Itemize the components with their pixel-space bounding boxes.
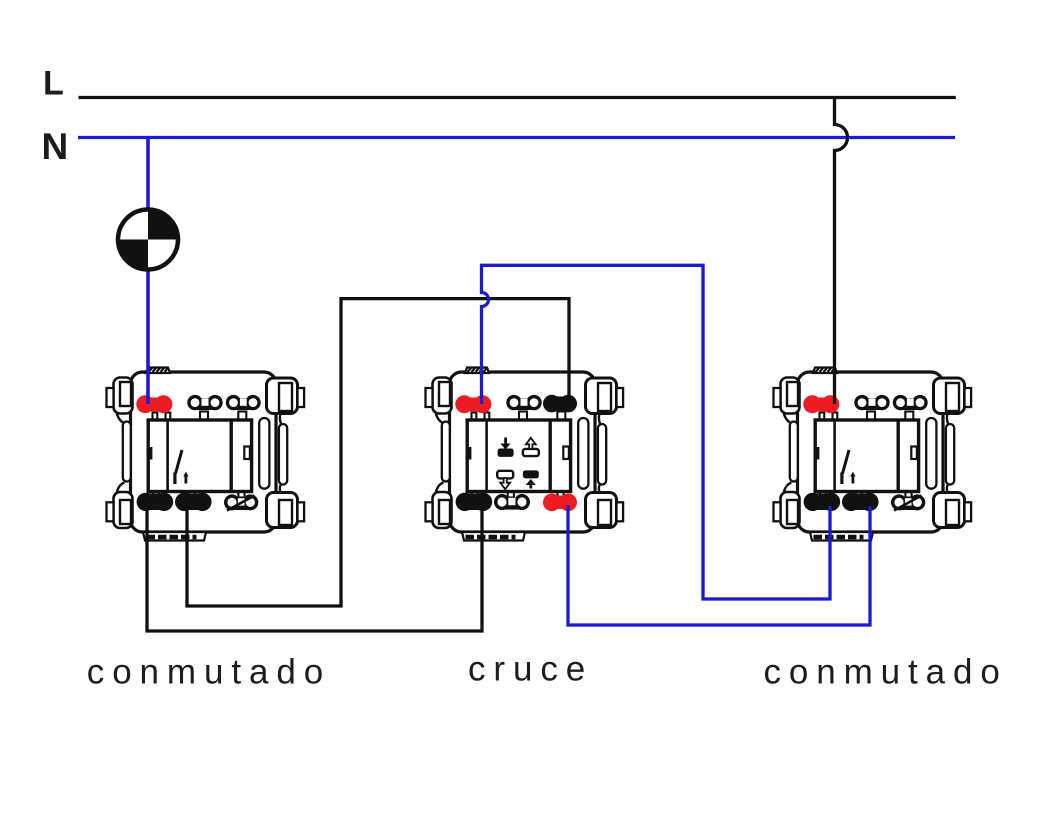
svg-text:cruce: cruce bbox=[468, 650, 593, 689]
svg-text:conmutado: conmutado bbox=[764, 653, 1008, 692]
svg-text:L: L bbox=[43, 65, 64, 103]
svg-text:N: N bbox=[42, 126, 69, 167]
svg-text:conmutado: conmutado bbox=[87, 653, 331, 692]
